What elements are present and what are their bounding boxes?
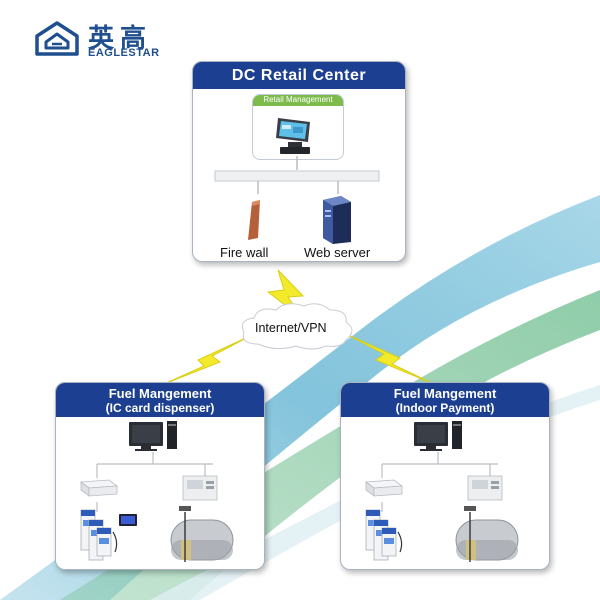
web-server-icon (323, 196, 351, 244)
ic-station-equipment (79, 421, 234, 562)
fuel-tank-icon (455, 506, 519, 562)
logo-chinese-text: 英高 (88, 24, 153, 54)
firewall-label: Fire wall (220, 245, 269, 260)
cloud-icon (241, 303, 353, 350)
pos-terminal-icon (276, 118, 310, 154)
logo-english-text: EAGLESTAR (88, 47, 160, 59)
fuel-management-indoor-subtitle: (Indoor Payment) (395, 401, 495, 415)
tank-controller-icon (182, 475, 218, 501)
web-server-label: Web server (304, 245, 371, 260)
fuel-dispenser-icon (80, 509, 118, 561)
desktop-computer-icon (414, 421, 462, 451)
fuel-management-ic-subtitle: (IC card dispenser) (105, 401, 215, 415)
retail-management-label: Retail Management (253, 95, 343, 106)
fuel-management-indoor-header: Fuel Mangement (Indoor Payment) (341, 383, 549, 417)
dc-network-bus (214, 156, 380, 194)
network-router-icon (79, 479, 119, 497)
dc-retail-center-title: DC Retail Center (193, 62, 405, 89)
indoor-station-equipment (364, 421, 519, 562)
fuel-management-ic-title: Fuel Mangement (108, 386, 212, 401)
network-router-icon (364, 479, 404, 497)
fuel-management-indoor-title: Fuel Mangement (393, 386, 497, 401)
internet-vpn-label: Internet/VPN (255, 321, 327, 335)
tank-controller-icon (467, 475, 503, 501)
card-reader-icon (119, 514, 137, 526)
lightning-bolt-icon (163, 335, 251, 385)
firewall-icon (248, 200, 260, 240)
fuel-management-ic-header: Fuel Mangement (IC card dispenser) (56, 383, 264, 417)
eaglestar-logo-icon (35, 21, 79, 56)
fuel-tank-icon (170, 506, 234, 562)
desktop-computer-icon (129, 421, 177, 451)
fuel-dispenser-icon (365, 509, 403, 561)
